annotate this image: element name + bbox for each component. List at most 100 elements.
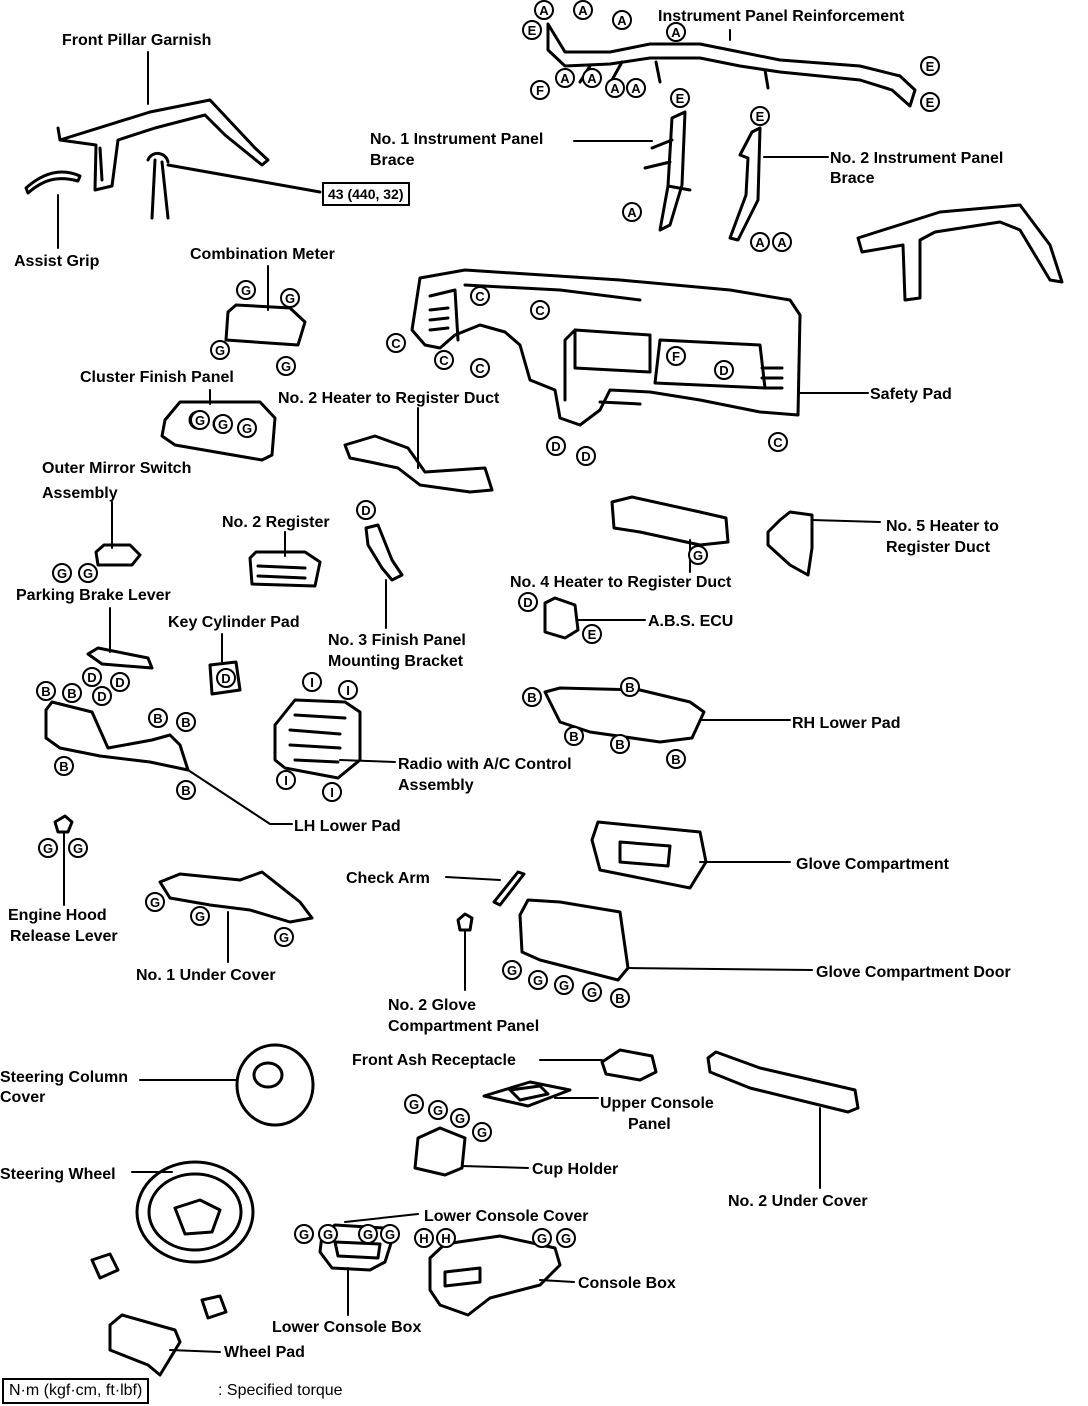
fastener-callout-g: G xyxy=(318,1224,338,1244)
fastener-callout-c: C xyxy=(386,333,406,353)
no2-ip-brace-part xyxy=(728,126,762,242)
fastener-code-text: E xyxy=(926,59,935,74)
label-abs-ecu: A.B.S. ECU xyxy=(648,613,734,630)
fastener-code-text: G xyxy=(241,283,251,298)
steering-bracket-part xyxy=(90,1252,120,1280)
fastener-callout-c: C xyxy=(470,286,490,306)
instrument-panel-reinforcement-part xyxy=(546,22,917,108)
fastener-code-text: E xyxy=(676,91,685,106)
fastener-code-text: G xyxy=(409,1097,419,1112)
fastener-callout-e: E xyxy=(670,88,690,108)
fastener-callout-d: D xyxy=(518,592,538,612)
label-no4-heater-duct: No. 4 Heater to Register Duct xyxy=(510,574,732,591)
fastener-callout-b: B xyxy=(176,780,196,800)
fastener-code-text: E xyxy=(528,23,537,38)
fastener-callout-b: B xyxy=(62,683,82,703)
no4-heater-duct-part xyxy=(610,495,730,547)
fastener-callout-d: D xyxy=(356,500,376,520)
fastener-code-text: G xyxy=(150,895,160,910)
label-no3-finish-bracket-l1: No. 3 Finish Panel xyxy=(328,632,466,649)
fastener-callout-a: A xyxy=(772,232,792,252)
torque-spec-box: 43 (440, 32) xyxy=(322,182,410,206)
fastener-code-text: B xyxy=(181,783,190,798)
glove-compartment-door-part xyxy=(518,898,630,982)
fastener-callout-d: D xyxy=(576,446,596,466)
fastener-code-text: A xyxy=(777,235,787,250)
label-cup-holder: Cup Holder xyxy=(532,1161,619,1178)
fastener-callout-i: I xyxy=(338,680,358,700)
fastener-callout-g: G xyxy=(404,1094,424,1114)
fastener-callout-b: B xyxy=(148,708,168,728)
fastener-callout-b: B xyxy=(610,988,630,1008)
leader-lines xyxy=(57,29,881,1353)
fastener-code-text: B xyxy=(59,759,68,774)
no3-finish-bracket-part xyxy=(364,523,404,582)
torque-legend-description: : Specified torque xyxy=(218,1382,343,1399)
label-engine-hood-release-l2: Release Lever xyxy=(10,928,118,945)
fastener-code-text: A xyxy=(755,235,765,250)
fastener-callout-g: G xyxy=(78,563,98,583)
fastener-code-text: E xyxy=(926,95,935,110)
torque-unit-legend-box: N·m (kgf·cm, ft·lbf) xyxy=(2,1378,150,1404)
label-wheel-pad: Wheel Pad xyxy=(224,1344,305,1361)
no2-heater-duct-part xyxy=(343,434,494,494)
no5-heater-duct-part xyxy=(766,510,814,577)
label-radio-ac-l2: Assembly xyxy=(398,777,474,794)
fastener-callout-c: C xyxy=(470,358,490,378)
fastener-code-text: B xyxy=(527,690,536,705)
label-cluster-finish-panel: Cluster Finish Panel xyxy=(80,369,234,386)
fastener-callout-b: B xyxy=(564,726,584,746)
fastener-callout-g: G xyxy=(428,1100,448,1120)
label-no2-glove-panel-l1: No. 2 Glove xyxy=(388,997,477,1014)
fastener-callout-c: C xyxy=(530,300,550,320)
fastener-code-text: C xyxy=(475,289,485,304)
fastener-callout-a: A xyxy=(612,10,632,30)
fastener-callout-d: D xyxy=(216,668,236,688)
fastener-code-text: B xyxy=(67,686,76,701)
fastener-callout-g: G xyxy=(528,970,548,990)
fastener-callout-f: F xyxy=(530,80,550,100)
fastener-code-text: G xyxy=(218,417,228,432)
fastener-callout-a: A xyxy=(555,68,575,88)
fastener-callout-g: G xyxy=(236,280,256,300)
pillar-bolt-part xyxy=(146,152,322,220)
label-engine-hood-release-l1: Engine Hood xyxy=(8,907,107,924)
fastener-callout-g: G xyxy=(450,1108,470,1128)
fastener-code-text: G xyxy=(285,291,295,306)
fastener-code-text: A xyxy=(539,3,549,18)
fastener-code-text: G xyxy=(242,421,252,436)
fastener-callout-e: E xyxy=(582,624,602,644)
front-ash-receptacle-part xyxy=(600,1048,658,1082)
fastener-callout-g: G xyxy=(358,1224,378,1244)
label-front-ash-receptacle: Front Ash Receptacle xyxy=(352,1052,516,1069)
safety-pad-part xyxy=(410,268,802,427)
fastener-code-text: D xyxy=(221,671,230,686)
fastener-code-text: D xyxy=(581,449,590,464)
no2-register-part xyxy=(248,550,322,588)
fastener-callout-a: A xyxy=(582,68,602,88)
no2-glove-panel-part xyxy=(456,912,474,932)
fastener-callout-g: G xyxy=(213,414,233,434)
label-no2-heater-duct: No. 2 Heater to Register Duct xyxy=(278,390,500,407)
radio-ac-part xyxy=(273,698,362,780)
fastener-callout-i: I xyxy=(302,672,322,692)
fastener-callout-d: D xyxy=(546,436,566,456)
fastener-callout-d: D xyxy=(92,686,112,706)
label-no1-ip-brace-l1: No. 1 Instrument Panel xyxy=(370,131,544,148)
fastener-code-text: G xyxy=(281,359,291,374)
check-arm-part xyxy=(492,870,526,907)
fastener-callout-a: A xyxy=(750,232,770,252)
fastener-callout-g: G xyxy=(502,960,522,980)
fastener-code-text: D xyxy=(523,595,532,610)
fastener-code-text: A xyxy=(610,81,620,96)
fastener-callout-g: G xyxy=(532,1228,552,1248)
fastener-code-text: C xyxy=(439,353,449,368)
steering-switch-part xyxy=(200,1294,228,1320)
fastener-callout-e: E xyxy=(920,92,940,112)
fastener-code-text: B xyxy=(153,711,162,726)
fastener-callout-g: G xyxy=(556,1228,576,1248)
fastener-code-text: I xyxy=(284,773,288,788)
no1-ip-brace-part xyxy=(643,110,692,232)
